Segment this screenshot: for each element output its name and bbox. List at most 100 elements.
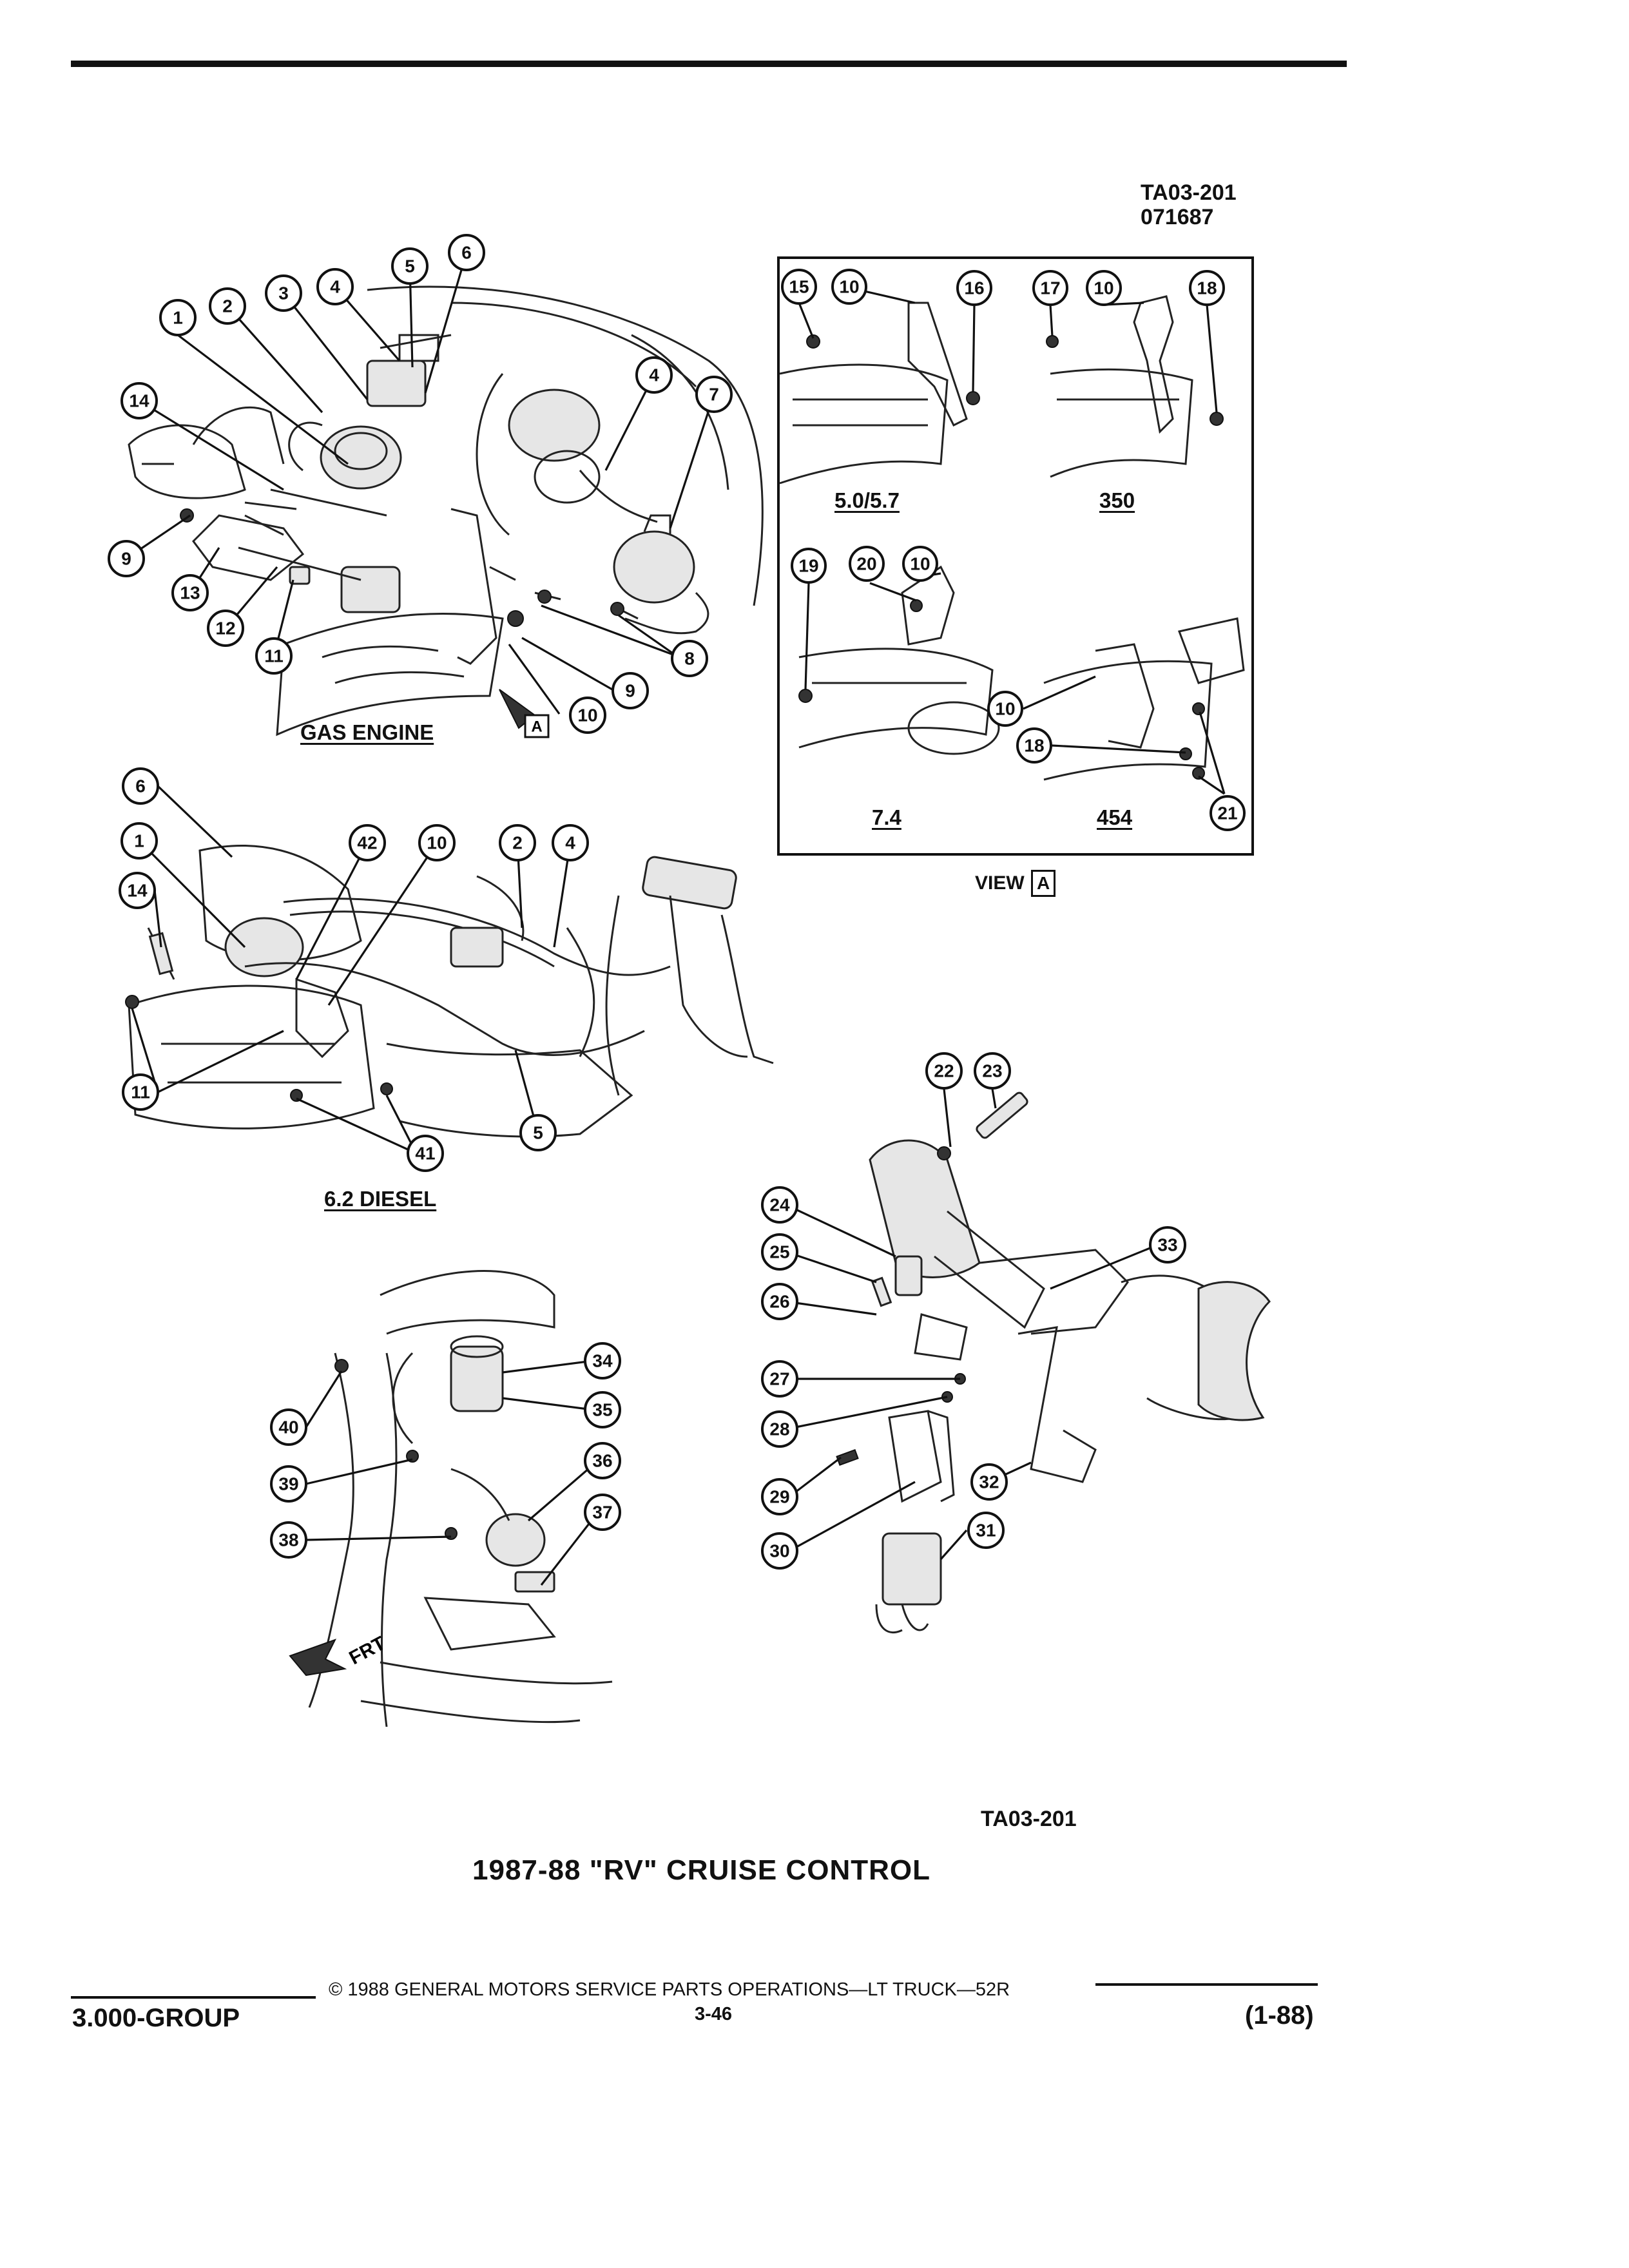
callout-bubble: 10 — [831, 269, 867, 305]
callout-bubble: 42 — [349, 824, 386, 861]
callout-bubble: 33 — [1149, 1226, 1186, 1264]
svg-text:16: 16 — [964, 278, 984, 298]
callout-bubble: 14 — [120, 382, 158, 419]
callout-bubble: 5 — [391, 247, 429, 285]
svg-text:40: 40 — [278, 1418, 298, 1437]
svg-text:11: 11 — [264, 646, 284, 666]
svg-text:38: 38 — [278, 1530, 298, 1550]
svg-text:9: 9 — [121, 549, 131, 569]
svg-text:18: 18 — [1197, 278, 1217, 298]
callout-bubble: 7 — [695, 376, 733, 413]
top-rule — [71, 61, 1347, 67]
footer-copyright: © 1988 GENERAL MOTORS SERVICE PARTS OPER… — [329, 1979, 1010, 2000]
callout-bubble: 1 — [120, 822, 158, 860]
cruise-module — [882, 1532, 942, 1606]
label-5-0-5-7: 5.0/5.7 — [834, 488, 900, 512]
callout-bubble: 6 — [448, 234, 485, 271]
callout-bubble: 31 — [967, 1512, 1005, 1549]
callout-bubble: 4 — [316, 268, 354, 305]
callout-bubble: 41 — [407, 1135, 444, 1172]
callout-bubble: 10 — [418, 824, 456, 861]
callout-bubble: 22 — [925, 1052, 963, 1090]
footer-rule-right — [1095, 1983, 1318, 1986]
callout-bubble: 19 — [791, 548, 827, 584]
servo-module — [366, 360, 427, 407]
callout-bubble: 14 — [119, 872, 156, 909]
bottom-ref-code: TA03-201 — [981, 1807, 1077, 1831]
svg-text:32: 32 — [979, 1472, 999, 1492]
callout-bubble: 20 — [849, 546, 885, 582]
callout-bubble: 9 — [108, 540, 145, 577]
svg-text:4: 4 — [330, 277, 340, 297]
bottom-left-leaders — [305, 1360, 599, 1586]
callout-bubble: 15 — [781, 269, 817, 305]
callout-bubble: 18 — [1189, 270, 1225, 306]
illustration-ref-code: TA03-201 — [1141, 180, 1237, 205]
svg-text:19: 19 — [798, 556, 818, 576]
callout-bubble: 1 — [159, 299, 197, 336]
svg-text:10: 10 — [427, 833, 447, 853]
callout-bubble: 34 — [584, 1342, 621, 1379]
svg-text:10: 10 — [839, 277, 859, 297]
illustration-date-code: 071687 — [1141, 205, 1214, 229]
svg-text:31: 31 — [976, 1521, 996, 1541]
svg-text:30: 30 — [769, 1541, 789, 1561]
callout-bubble: 2 — [499, 824, 536, 861]
arrow-a-letter: A — [531, 718, 542, 736]
callout-bubble: 13 — [171, 574, 209, 611]
svg-text:7: 7 — [709, 385, 719, 405]
callout-bubble: 39 — [270, 1465, 307, 1503]
label-view: VIEW — [975, 872, 1025, 894]
callout-bubble: 9 — [612, 672, 649, 709]
svg-text:8: 8 — [684, 649, 695, 669]
label-7-4: 7.4 — [872, 805, 901, 829]
label-454: 454 — [1097, 805, 1133, 829]
callout-bubble: 2 — [209, 287, 246, 325]
svg-text:28: 28 — [769, 1419, 789, 1439]
callout-bubble: 32 — [970, 1463, 1008, 1501]
svg-text:24: 24 — [769, 1195, 790, 1215]
vacuum-release-illustration: FRT — [289, 1270, 613, 1727]
vacuum-reservoir — [613, 530, 695, 604]
svg-text:41: 41 — [415, 1144, 435, 1164]
vacuum-servo — [320, 425, 402, 490]
svg-text:18: 18 — [1024, 736, 1044, 756]
svg-text:5: 5 — [533, 1123, 543, 1143]
callout-bubble: 23 — [974, 1052, 1011, 1090]
diesel-illustration — [125, 845, 774, 1138]
callout-bubble: 37 — [584, 1494, 621, 1531]
svg-text:12: 12 — [215, 619, 235, 639]
svg-text:10: 10 — [995, 699, 1015, 719]
callout-bubble: 12 — [207, 610, 244, 647]
diesel-leaders — [131, 785, 572, 1155]
callout-bubble: 11 — [255, 637, 293, 675]
steering-column-illustration — [836, 1091, 1271, 1634]
callout-bubble: 18 — [1016, 727, 1052, 764]
footer-group: 3.000-GROUP — [72, 2004, 240, 2032]
callout-bubble: 28 — [761, 1410, 798, 1448]
svg-text:17: 17 — [1040, 278, 1060, 298]
callout-bubble: 29 — [761, 1478, 798, 1515]
callout-bubble: 38 — [270, 1521, 307, 1559]
view-a-details — [779, 295, 1245, 781]
callout-bubble: 6 — [122, 767, 159, 805]
label-gas-engine: GAS ENGINE — [300, 720, 434, 744]
footer-revision: (1-88) — [1245, 2001, 1314, 2030]
svg-text:14: 14 — [129, 391, 149, 411]
svg-text:1: 1 — [134, 831, 144, 851]
svg-text:27: 27 — [769, 1369, 789, 1389]
svg-text:26: 26 — [769, 1292, 789, 1312]
callout-bubble: 10 — [987, 691, 1023, 727]
callouts-diesel: 6 1 14 42 10 2 4 11 41 5 — [119, 767, 589, 1172]
svg-text:6: 6 — [461, 243, 472, 263]
svg-text:10: 10 — [577, 706, 597, 726]
label-diesel: 6.2 DIESEL — [324, 1187, 437, 1211]
svg-text:2: 2 — [222, 296, 233, 316]
svg-text:15: 15 — [789, 277, 809, 297]
callouts-bottom-left: 34 35 40 36 39 37 38 — [270, 1342, 621, 1559]
footer-rule-left — [71, 1996, 316, 1999]
svg-text:11: 11 — [131, 1082, 150, 1102]
svg-text:9: 9 — [625, 681, 635, 701]
footer-page-number: 3-46 — [695, 2004, 733, 2024]
svg-text:3: 3 — [278, 284, 289, 303]
